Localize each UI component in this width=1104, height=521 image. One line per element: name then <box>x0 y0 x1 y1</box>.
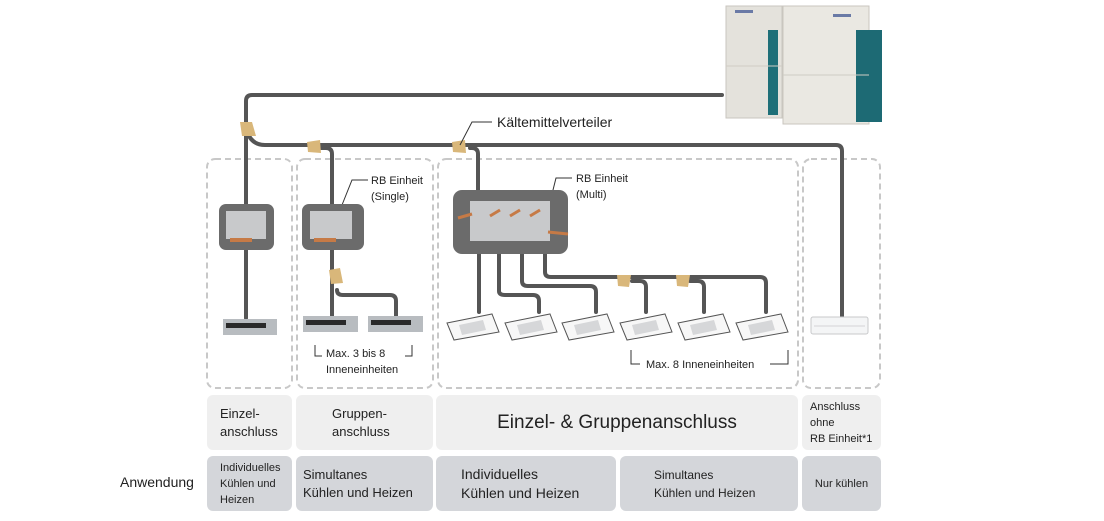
application-line: Individuelles <box>220 461 281 474</box>
group-box-single <box>206 158 293 389</box>
connection-type-line: anschluss <box>220 423 278 439</box>
outdoor-unit-icon <box>725 5 882 125</box>
connection-type-single: Einzel-anschluss <box>207 395 292 450</box>
group-max-sublabel: Inneneinheiten <box>326 364 398 376</box>
application-line: Simultanes <box>654 467 714 482</box>
pipe-to-rb-single <box>318 146 334 207</box>
bracket-group-max <box>314 345 413 357</box>
distributor-icon <box>240 122 256 136</box>
pipe-multi-out-3 <box>520 252 598 314</box>
connection-type-line: Gruppen- <box>332 405 387 421</box>
connection-type-line: ohne <box>810 416 835 429</box>
duct-indoor-unit-icon <box>303 316 358 332</box>
rb-single-unit-icon <box>219 204 274 250</box>
distributor-icon <box>676 275 690 287</box>
group-box-group <box>296 158 434 389</box>
group-max-label: Max. 3 bis 8 <box>326 348 385 360</box>
rb-multi-label: RB Einheit <box>576 173 628 185</box>
duct-indoor-unit-icon <box>223 319 277 335</box>
application-line: Kühlen und Heizen <box>654 485 756 500</box>
rb-single-label: RB Einheit <box>371 175 423 187</box>
cassette-indoor-unit-icon <box>504 313 558 341</box>
distributor-icon <box>329 268 343 284</box>
pipe-branch-duct2 <box>335 288 398 320</box>
rb-multi-sublabel: (Multi) <box>576 189 607 201</box>
application-line: Heizen <box>220 493 255 506</box>
wall-indoor-unit-icon <box>810 316 869 335</box>
cassette-indoor-unit-icon <box>619 313 673 341</box>
duct-indoor-unit-icon <box>368 316 423 332</box>
application-line: Kühlen und <box>220 477 276 490</box>
distributor-icon <box>617 275 631 287</box>
connection-type-line: Anschluss <box>810 400 861 413</box>
pipe-branch-cassette5 <box>688 279 706 314</box>
distributor-label: Kältemittelverteiler <box>497 114 612 130</box>
bracket-multi-max <box>630 350 789 365</box>
application-line: Simultanes <box>303 466 368 482</box>
cassette-indoor-unit-icon <box>446 313 500 341</box>
rb-single-unit-icon <box>302 204 364 250</box>
cassette-indoor-unit-icon <box>677 313 731 341</box>
group-box-multi <box>437 158 799 389</box>
connection-type-line: anschluss <box>332 423 390 439</box>
application-cooling-only: Nur kühlen <box>802 456 881 511</box>
pipe-to-rb-multi <box>468 146 480 192</box>
application-line: Individuelles <box>461 465 539 482</box>
connection-type-single-and-group: Einzel- & Gruppenanschluss <box>436 395 798 450</box>
application-line: Kühlen und Heizen <box>303 484 413 500</box>
distributor-icon <box>307 140 321 153</box>
rb-single-sublabel: (Single) <box>371 191 409 203</box>
connection-type-line: Einzel- & Gruppenanschluss <box>497 411 737 433</box>
connection-type-group: Gruppen-anschluss <box>296 395 433 450</box>
pipe-main-upper <box>244 93 724 207</box>
leader-line-rb-single <box>337 179 368 216</box>
pipe-multi-out-4 <box>543 252 768 314</box>
connection-type-line: Einzel- <box>220 405 260 421</box>
application-line: Nur kühlen <box>814 477 869 490</box>
application-row-label: Anwendung <box>120 474 194 490</box>
pipe-branch-cassette4 <box>630 279 648 314</box>
connection-type-no-rb: Anschluss ohne RB Einheit*1 <box>802 395 881 450</box>
distributor-icon <box>452 140 466 153</box>
pipe-multi-out-2 <box>497 252 541 314</box>
application-line: Kühlen und Heizen <box>461 484 580 501</box>
leader-line-distributor <box>459 121 492 146</box>
cassette-indoor-unit-icon <box>561 313 615 341</box>
multi-max-label: Max. 8 Inneneinheiten <box>646 359 754 371</box>
rb-multi-unit-icon <box>453 190 569 254</box>
connection-type-line: RB Einheit*1 <box>810 432 873 445</box>
pipe-main-lower <box>244 126 844 320</box>
cassette-indoor-unit-icon <box>735 313 789 341</box>
